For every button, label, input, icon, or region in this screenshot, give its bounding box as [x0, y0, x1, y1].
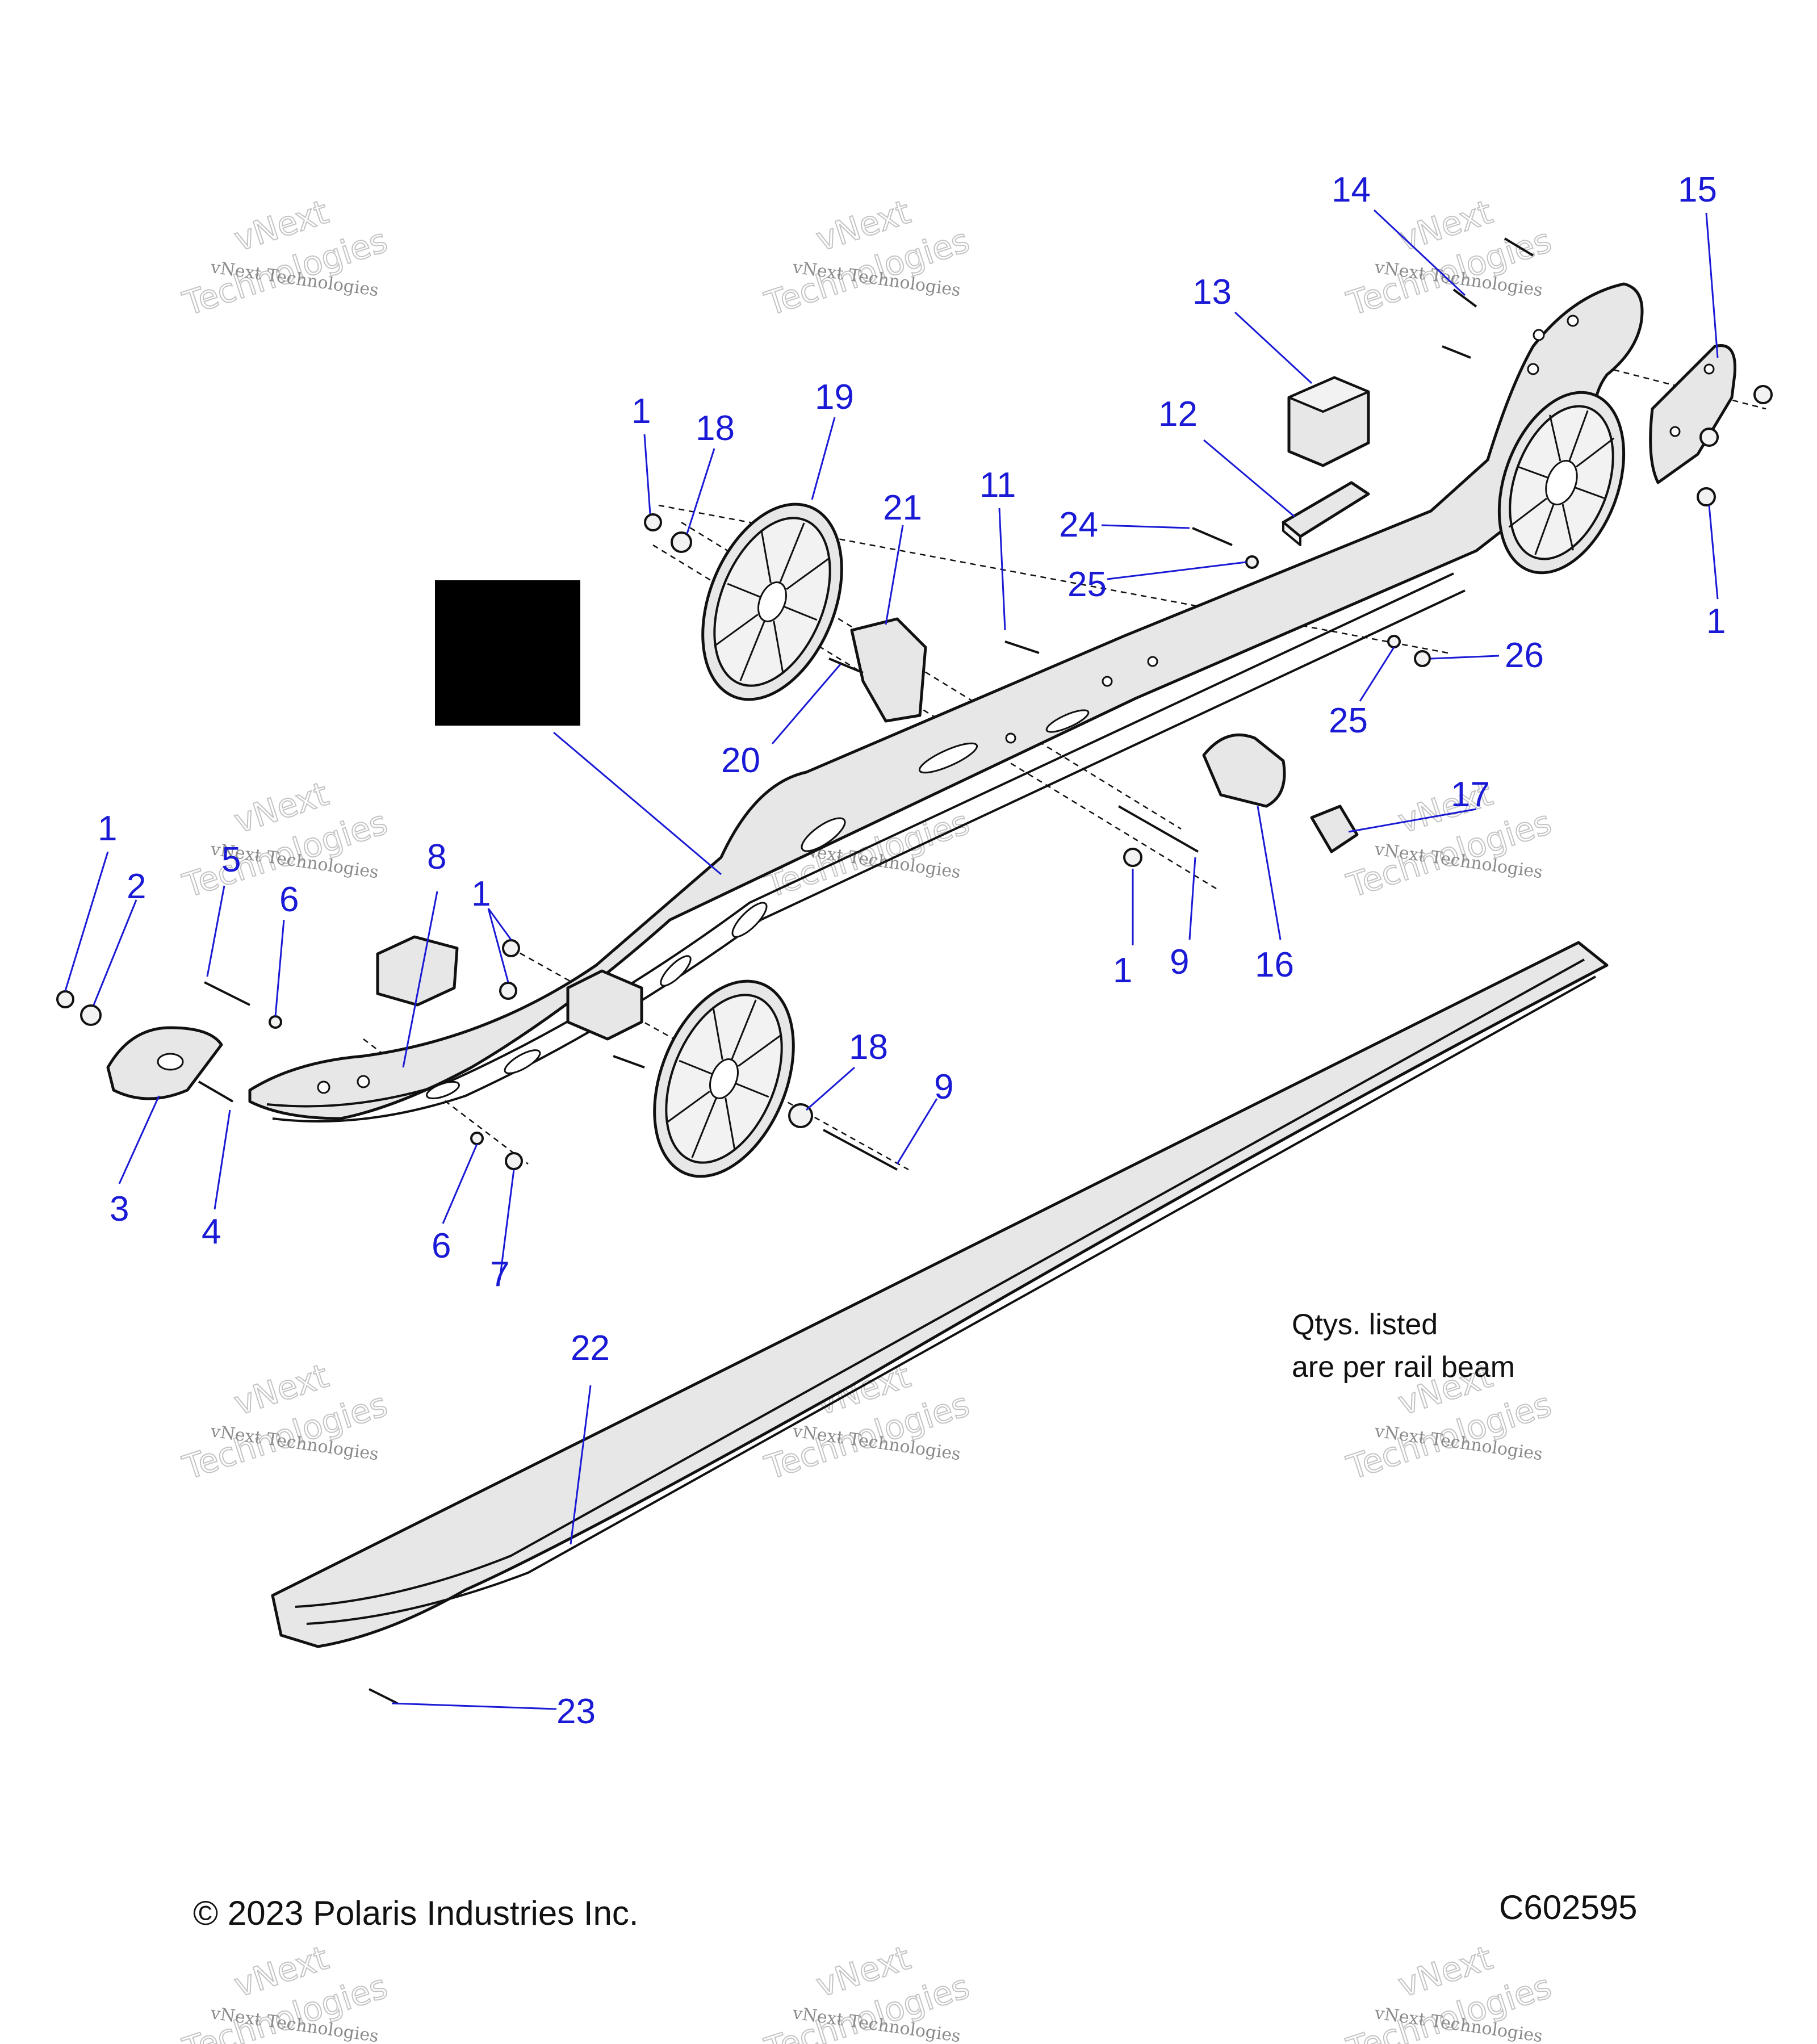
- callout-25: 25: [1329, 701, 1368, 740]
- callout-6: 6: [432, 1226, 451, 1266]
- callout-21: 21: [883, 488, 922, 527]
- callout-7: 7: [490, 1255, 509, 1294]
- callout-18: 18: [696, 409, 735, 448]
- callout-9: 9: [934, 1067, 953, 1107]
- figure-id: C602595: [1499, 1888, 1638, 1926]
- callout-13: 13: [1192, 273, 1232, 312]
- callout-23: 23: [556, 1692, 596, 1731]
- watermark: vNext Technologies vNext Technologies: [1342, 774, 1556, 906]
- callouts: 1 18 19 21 11 24 25 12 13 14 15 1 26 25 …: [98, 170, 1726, 1731]
- watermark: vNext Technologies vNext Technologies: [178, 192, 392, 324]
- callout-16: 16: [1255, 945, 1294, 985]
- watermark: vNext Technologies vNext Technologies: [760, 1938, 974, 2044]
- callout-1: 1: [631, 392, 651, 431]
- copyright-notice: © 2023 Polaris Industries Inc.: [193, 1894, 639, 1932]
- callout-1: 1: [98, 809, 117, 848]
- callout-12: 12: [1158, 395, 1198, 434]
- watermarks: vNext Technologies vNext Technologies vN…: [178, 192, 1556, 2044]
- idler-wheel-lower: [653, 979, 795, 1178]
- callout-25: 25: [1067, 565, 1107, 604]
- callout-26: 26: [1505, 636, 1544, 675]
- callout-3: 3: [110, 1189, 129, 1229]
- quantity-note-line-1: Qtys. listed: [1292, 1308, 1438, 1341]
- callout-18: 18: [849, 1028, 888, 1067]
- watermark: vNext Technologies vNext Technologies: [1342, 1938, 1556, 2044]
- callout-19: 19: [815, 378, 854, 417]
- watermark: vNext Technologies vNext Technologies: [760, 192, 974, 324]
- callout-14: 14: [1332, 170, 1371, 210]
- wear-strip: [271, 941, 1609, 1648]
- callout-11: 11: [979, 466, 1016, 505]
- redaction-block: [435, 580, 580, 726]
- rail-beam: [248, 282, 1644, 1122]
- callout-1: 1: [471, 874, 491, 914]
- callout-1: 1: [1113, 951, 1132, 990]
- callout-17: 17: [1451, 775, 1490, 814]
- quantity-note-line-2: are per rail beam: [1292, 1351, 1515, 1384]
- leader-lines: [64, 209, 1719, 1710]
- callout-1: 1: [1706, 602, 1726, 641]
- callout-9: 9: [1170, 943, 1189, 982]
- callout-15: 15: [1678, 170, 1717, 210]
- callout-2: 2: [127, 867, 146, 906]
- callout-6: 6: [279, 880, 299, 919]
- watermark: vNext Technologies vNext Technologies: [178, 1356, 392, 1488]
- watermark: vNext Technologies vNext Technologies: [178, 1938, 392, 2044]
- callout-20: 20: [721, 741, 760, 780]
- callout-4: 4: [202, 1212, 221, 1251]
- watermark: vNext Technologies vNext Technologies: [1342, 192, 1556, 324]
- callout-24: 24: [1059, 505, 1098, 544]
- callout-5: 5: [221, 840, 241, 879]
- callout-8: 8: [427, 837, 446, 877]
- idler-wheel-upper: [701, 502, 843, 701]
- rear-wheel: [1497, 391, 1626, 575]
- callout-22: 22: [571, 1329, 610, 1368]
- hardware: [56, 237, 1773, 1704]
